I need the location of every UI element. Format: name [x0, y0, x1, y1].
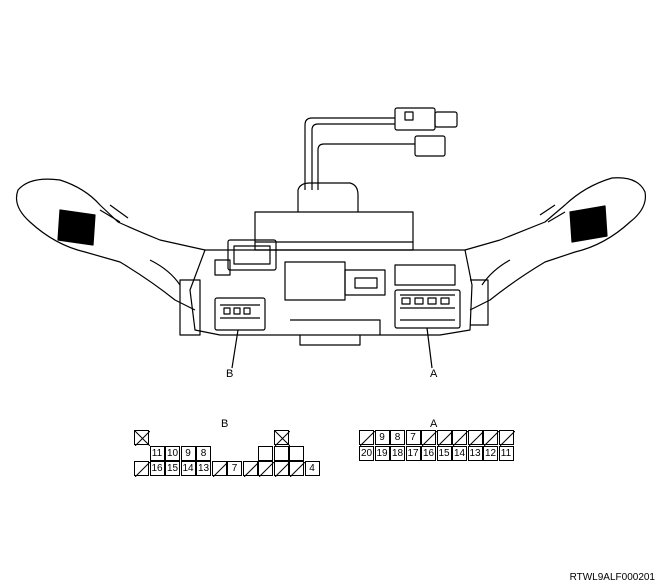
pin-cell	[211, 461, 228, 477]
pin-cell: 18	[390, 445, 405, 461]
callout-a-label: A	[430, 368, 438, 380]
pin-cell: 11	[498, 445, 514, 461]
pin-cell	[359, 430, 375, 446]
pin-cell	[273, 445, 289, 461]
pin-cell	[134, 430, 150, 446]
pin-cell: 11	[149, 445, 165, 461]
pin-cell: 19	[374, 445, 390, 461]
pin-cell	[273, 461, 290, 477]
pin-cell	[436, 430, 453, 446]
pin-cell: 13	[467, 445, 483, 461]
pin-cell	[483, 430, 499, 446]
pin-cell: 8	[196, 445, 211, 461]
pin-cell	[498, 430, 515, 446]
pin-cell: 4	[304, 461, 320, 476]
pin-cell	[289, 461, 305, 477]
pin-cell	[421, 430, 437, 446]
pin-cell: 13	[196, 461, 211, 476]
connector-a-title: A	[430, 418, 438, 430]
pin-cell: 9	[374, 430, 390, 445]
pin-cell: 7	[405, 430, 421, 445]
pin-cell: 8	[390, 430, 405, 445]
pin-cell: 15	[436, 445, 452, 461]
pin-cell	[467, 430, 484, 446]
pin-cell	[242, 461, 259, 477]
pin-cell: 14	[180, 461, 196, 476]
pin-cell: 10	[165, 445, 180, 461]
pin-cell	[273, 430, 290, 446]
pin-cell	[452, 430, 468, 446]
pin-cell	[134, 461, 150, 477]
pin-cell: 20	[359, 445, 374, 461]
pin-cell: 15	[165, 461, 180, 476]
connector-b-title: B	[221, 418, 229, 430]
pin-cell: 9	[180, 445, 196, 461]
pin-cell: 7	[227, 461, 242, 476]
pin-cell: 16	[149, 461, 165, 476]
pin-cell: 14	[452, 445, 467, 461]
pin-cell	[258, 445, 273, 461]
reference-code: RTWL9ALF000201	[569, 572, 655, 583]
pin-cell: 12	[483, 445, 498, 461]
pin-cell	[289, 445, 304, 461]
pin-cell: 17	[405, 445, 421, 461]
callout-b-label: B	[226, 368, 234, 380]
pin-cell: 16	[421, 445, 436, 461]
pin-cell	[258, 461, 274, 477]
